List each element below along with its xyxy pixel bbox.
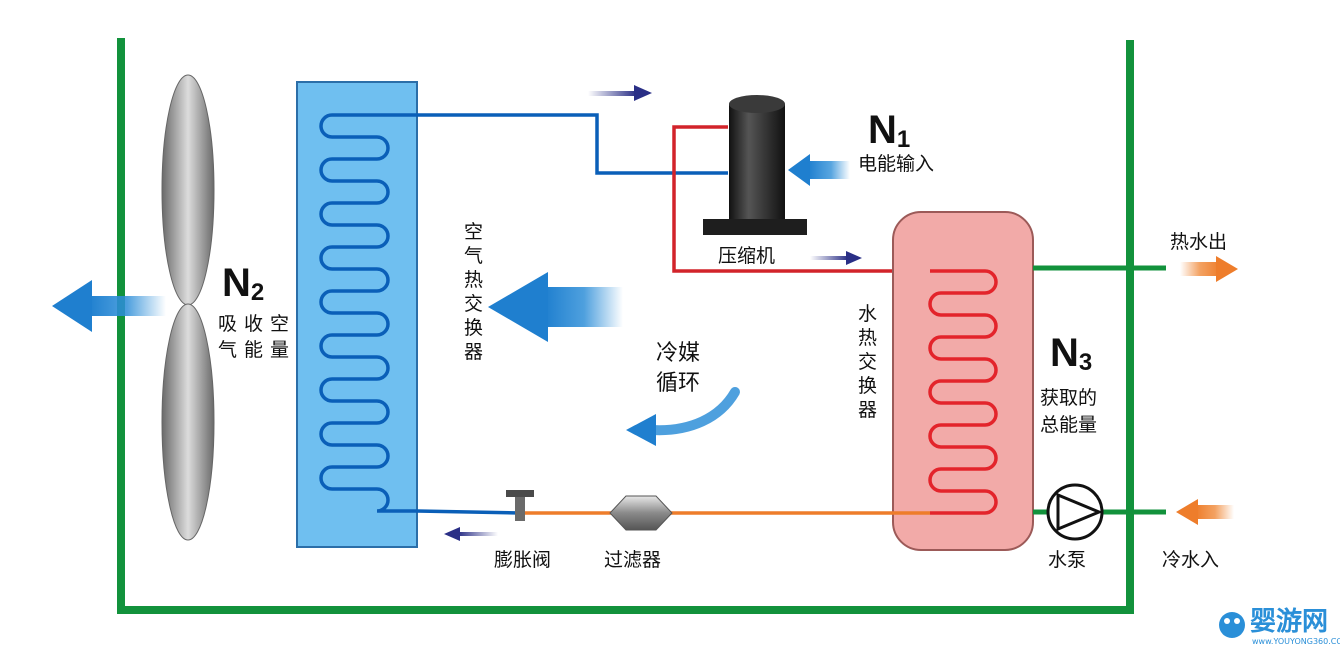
enclosure-frame <box>117 38 1134 614</box>
n2-description-char: 收 <box>244 313 263 335</box>
liquid-pipe-blue <box>416 509 521 515</box>
suction-pipe <box>417 113 728 175</box>
watermark-logo-icon <box>1219 612 1245 638</box>
flow-arrow-bottom <box>444 527 498 541</box>
n2-description-char: 量 <box>270 339 289 361</box>
filter-icon <box>609 495 673 531</box>
n2-description-char: 气 <box>218 339 237 361</box>
cold-water-in-label: 冷水入 <box>1162 549 1219 571</box>
refrigerant-cycle-label-line1: 冷媒 <box>656 341 700 366</box>
discharge-pipe <box>672 125 930 273</box>
n2-label: N2 <box>222 261 264 306</box>
refrigerant-cycle-label-line2: 循环 <box>656 371 700 396</box>
n2-description-char: 空 <box>270 313 289 335</box>
cold-water-in-arrow <box>1176 499 1234 525</box>
compressor-label: 压缩机 <box>718 245 775 267</box>
flow-arrow-discharge <box>810 251 862 265</box>
n2-description-char: 能 <box>244 339 263 361</box>
n2-description-char: 吸 <box>218 313 237 335</box>
watermark-name: 婴游网 <box>1250 607 1328 637</box>
hot-water-out-label: 热水出 <box>1170 231 1227 253</box>
air-exchanger-coil <box>319 113 417 513</box>
n3-description-line2: 总能量 <box>1040 414 1097 436</box>
n1-label: N1 <box>868 108 910 153</box>
filter-label: 过滤器 <box>604 549 661 571</box>
expansion-valve-label: 膨胀阀 <box>494 549 551 571</box>
water-pump-icon <box>1046 483 1104 541</box>
fan-icon <box>161 74 215 541</box>
n3-description-line1: 获取的 <box>1040 387 1097 409</box>
watermark-url: www.YOUYONG360.COM <box>1252 637 1340 646</box>
exhaust-air-arrow <box>52 280 166 332</box>
n3-label: N3 <box>1050 331 1092 376</box>
airflow-arrow <box>488 272 623 342</box>
expansion-valve-icon <box>506 490 534 521</box>
air-exchanger-label: 空气热交换器 <box>464 221 483 363</box>
water-exchanger-coil <box>928 269 998 515</box>
flow-arrow-top <box>588 85 652 101</box>
electric-input-arrow <box>788 154 850 186</box>
pump-label: 水泵 <box>1048 549 1086 571</box>
watermark: 婴游网 www.YOUYONG360.COM <box>1219 607 1340 646</box>
n1-description: 电能输入 <box>858 153 934 175</box>
compressor-icon <box>703 95 807 235</box>
refrigerant-cycle-arrow <box>626 387 740 446</box>
water-exchanger-label: 水热交换器 <box>858 303 877 421</box>
hot-water-out-arrow <box>1180 256 1238 282</box>
